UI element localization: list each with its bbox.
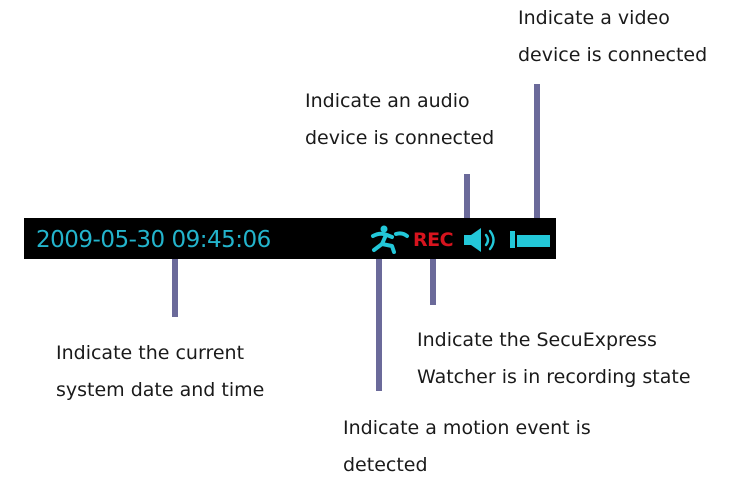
camera-icon [510,231,550,248]
datetime-display: 2009-05-30 09:45:06 [36,227,271,253]
annotation-video-device: Indicate a video device is connected [518,0,707,74]
pointer-recording [430,259,436,305]
annotation-line: detected [343,454,428,476]
annotation-audio-device: Indicate an audio device is connected [305,83,494,157]
pointer-motion [376,259,382,391]
motion-person-icon [371,225,409,254]
annotation-line: device is connected [305,127,495,149]
annotation-line: Watcher is in recording state [417,366,691,388]
annotation-line: Indicate the SecuExpress [417,329,657,351]
pointer-datetime [172,259,178,317]
speaker-icon [464,228,495,252]
annotation-datetime: Indicate the current system date and tim… [56,335,264,409]
annotation-line: system date and time [56,379,265,401]
recording-indicator: REC [413,229,454,251]
annotation-line: Indicate a motion event is [343,417,591,439]
pointer-video [534,84,540,218]
annotation-line: Indicate the current [56,342,245,364]
annotation-motion: Indicate a motion event is detected [343,410,591,484]
annotation-recording: Indicate the SecuExpress Watcher is in r… [417,322,691,396]
annotation-line: device is connected [518,44,708,66]
annotation-line: Indicate a video [518,7,670,29]
pointer-audio [464,174,470,218]
annotation-line: Indicate an audio [305,90,470,112]
